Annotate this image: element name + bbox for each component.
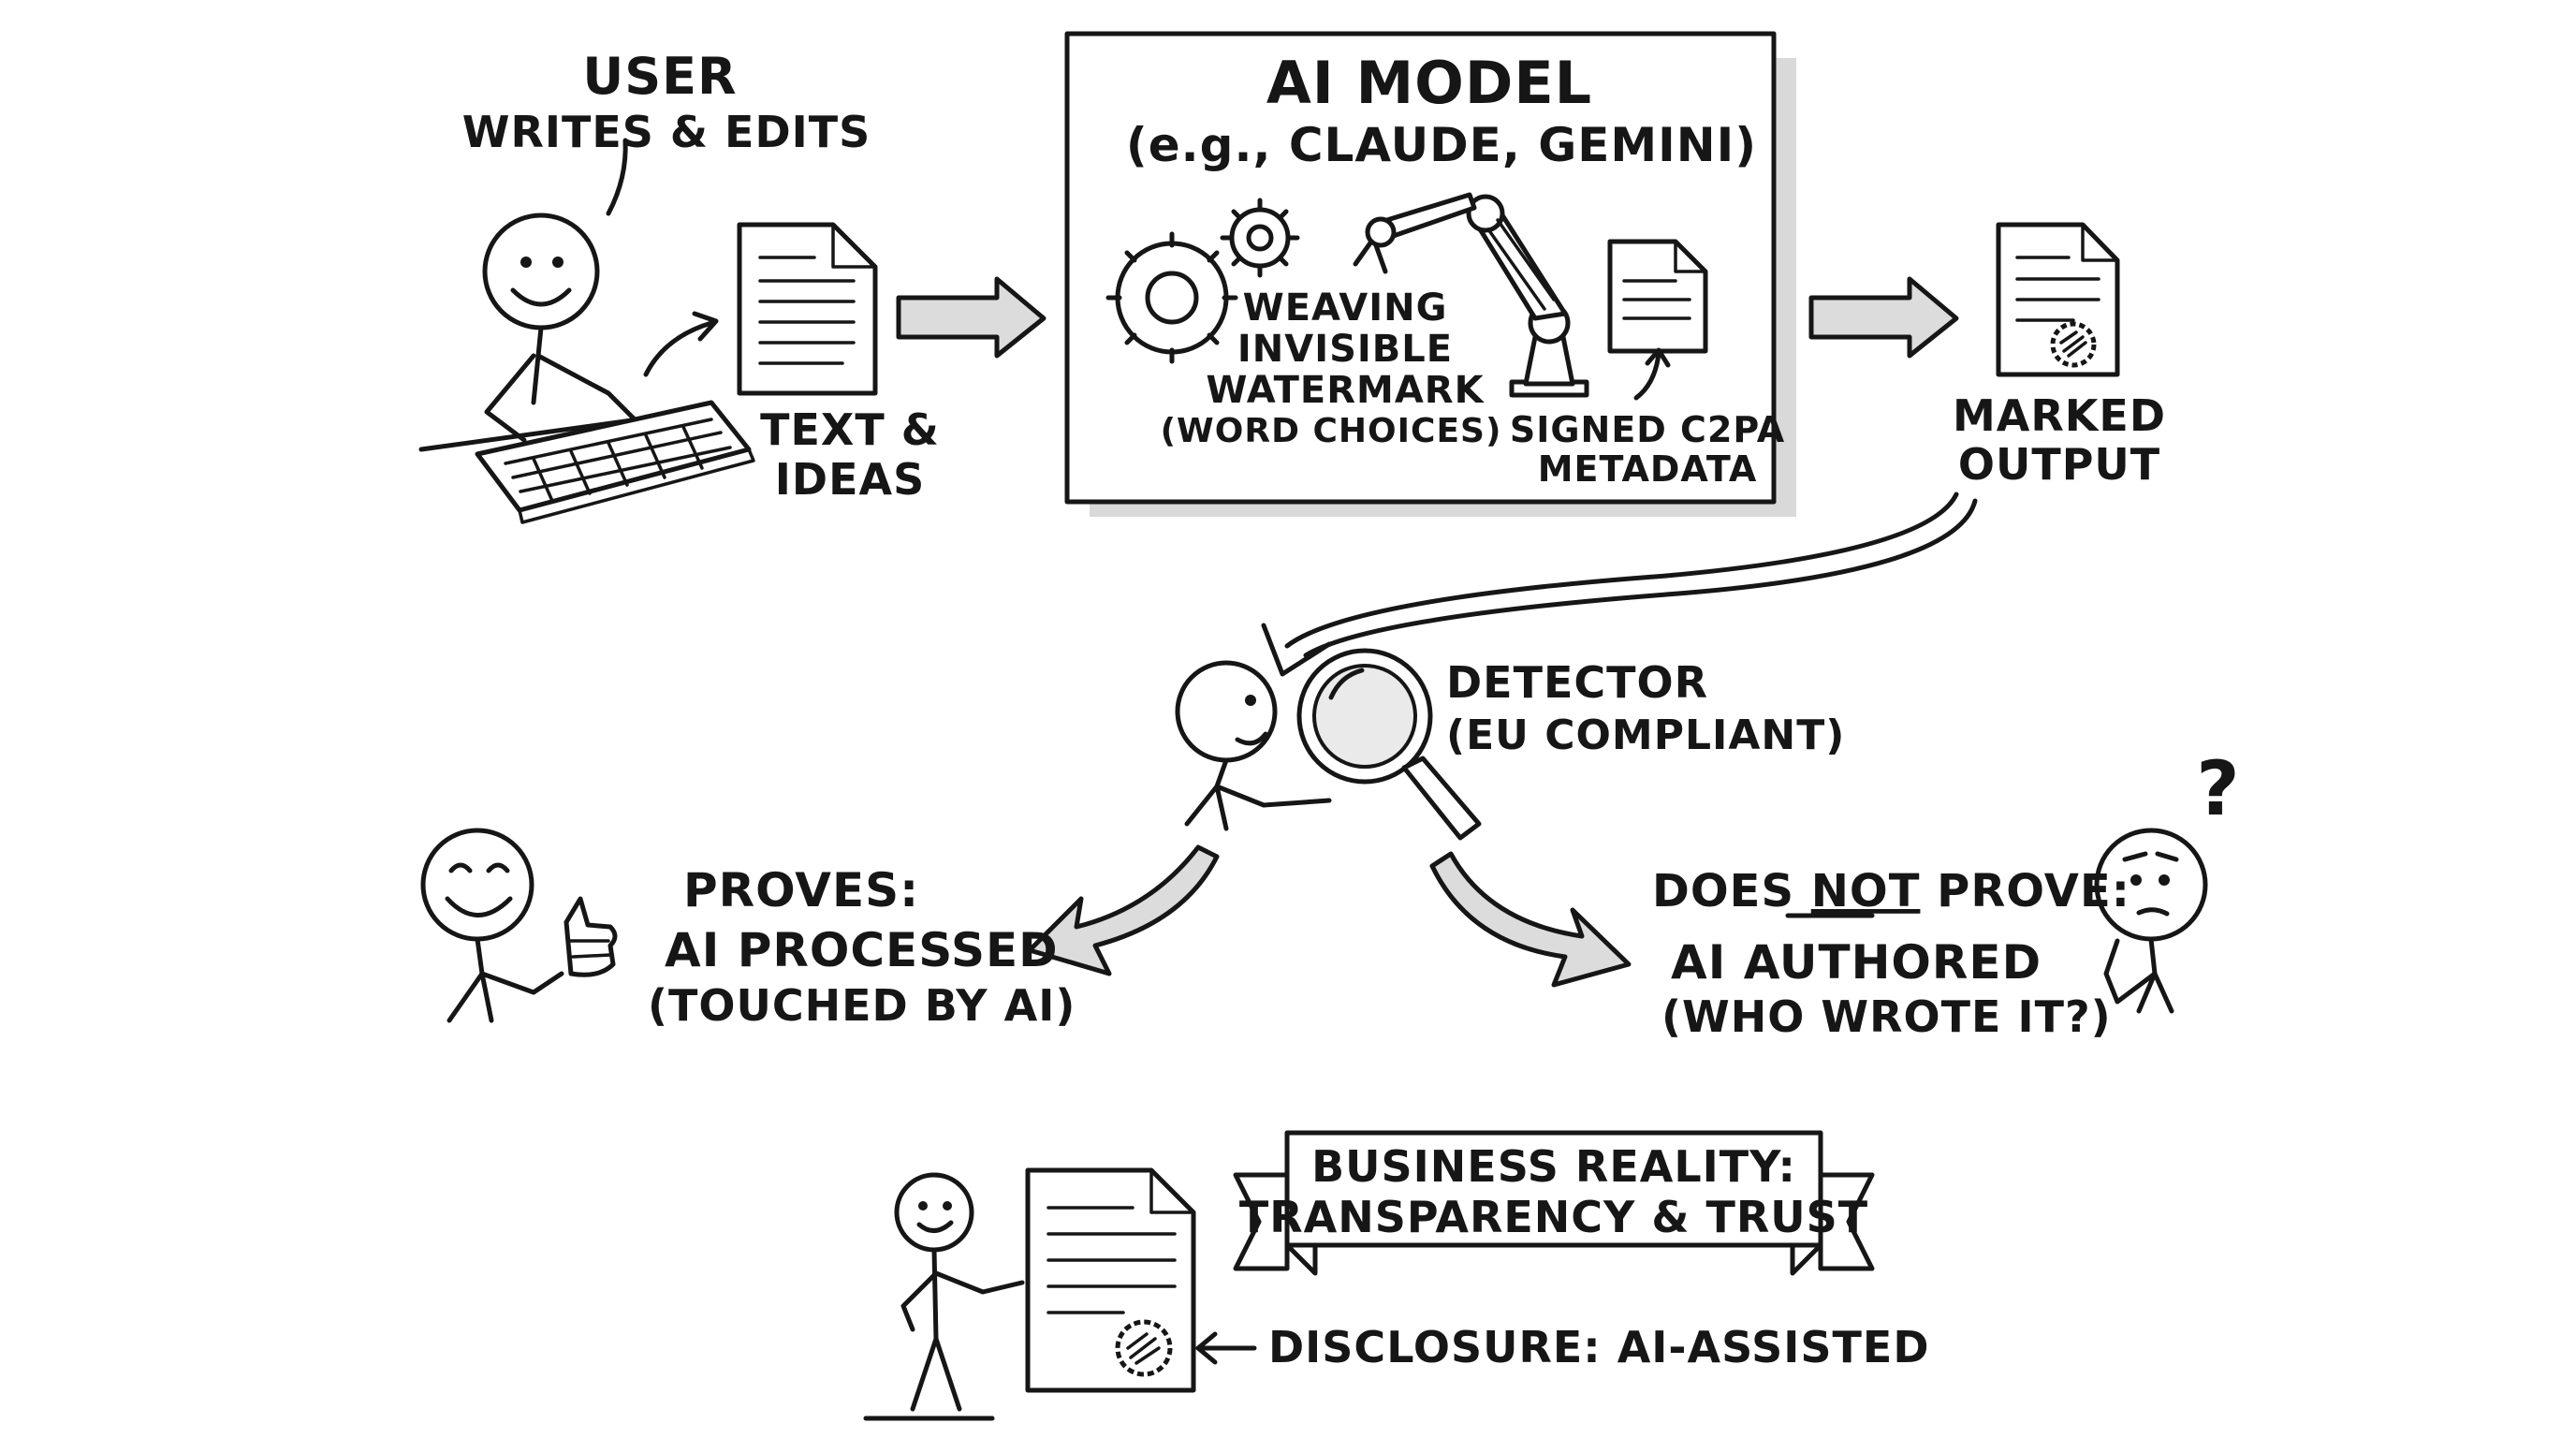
marked-output-line2: OUTPUT — [1958, 439, 2160, 490]
disclosure-label: DISCLOSURE: AI-ASSISTED — [1268, 1322, 1930, 1372]
c2pa-document-icon — [1607, 239, 1708, 354]
text-ideas-line2: IDEAS — [775, 454, 925, 505]
robot-arm-icon — [1353, 192, 1589, 398]
question-mark: ? — [2196, 745, 2240, 832]
not-prove-post: PROVE: — [1920, 865, 2130, 917]
banner-line2: TRANSPARENCY & TRUST — [1239, 1192, 1868, 1242]
watermark-line2: INVISIBLE — [1237, 328, 1453, 371]
detector-title: DETECTOR — [1446, 657, 1708, 708]
proves-line1: AI PROCESSED — [665, 923, 1059, 977]
user-pointer-line — [606, 138, 628, 216]
arrow-to-ai-model — [896, 276, 1046, 359]
not-prove-not: NOT — [1811, 865, 1921, 917]
text-document-icon — [737, 222, 878, 396]
keyboard-icon — [475, 400, 755, 524]
disclosure-document-icon — [1025, 1167, 1196, 1393]
arrow-to-marked-output — [1808, 276, 1959, 359]
curved-arrow-to-doc — [643, 320, 714, 377]
watermark-line4: (WORD CHOICES) — [1161, 412, 1502, 450]
c2pa-pointer-arrow — [1633, 351, 1661, 401]
not-prove-line1: AI AUTHORED — [1671, 935, 2042, 990]
marked-output-document-icon — [1996, 222, 2120, 377]
gear-small-icon — [1220, 198, 1300, 278]
not-prove-heading: DOES NOT PROVE: — [1652, 865, 2130, 917]
not-prove-line2: (WHO WROTE IT?) — [1661, 991, 2112, 1042]
not-prove-pre: DOES — [1652, 865, 1811, 917]
arrow-to-not-prove — [1429, 851, 1632, 988]
ai-model-subtitle: (e.g., CLAUDE, GEMINI) — [1126, 118, 1757, 172]
presenter-figure — [863, 1172, 1025, 1421]
c2pa-line1: SIGNED C2PA — [1510, 409, 1785, 450]
detector-subtitle: (EU COMPLIANT) — [1446, 712, 1845, 759]
watermark-line1: WEAVING — [1243, 286, 1448, 330]
business-banner — [1233, 1130, 1875, 1276]
proves-heading: PROVES: — [683, 863, 919, 917]
c2pa-line2: METADATA — [1538, 448, 1758, 490]
marked-output-line1: MARKED — [1953, 390, 2166, 441]
thumbs-up-icon — [564, 896, 618, 977]
banner-line1: BUSINESS REALITY: — [1311, 1141, 1796, 1192]
watermark-line3: WATERMARK — [1206, 369, 1485, 412]
gear-large-icon — [1105, 231, 1238, 364]
arrow-to-proves — [1027, 844, 1220, 976]
happy-figure — [420, 828, 564, 1023]
detector-figure — [1175, 660, 1332, 831]
thinking-figure — [2094, 828, 2208, 1014]
magnifier-icon — [1296, 648, 1482, 841]
text-ideas-line1: TEXT & — [760, 404, 940, 455]
ai-model-title: AI MODEL — [1266, 49, 1592, 117]
user-subtitle: WRITES & EDITS — [462, 107, 871, 157]
curved-arrow-to-detector — [1284, 492, 1959, 649]
user-title: USER — [582, 47, 737, 106]
proves-line2: (TOUCHED BY AI) — [648, 980, 1076, 1031]
